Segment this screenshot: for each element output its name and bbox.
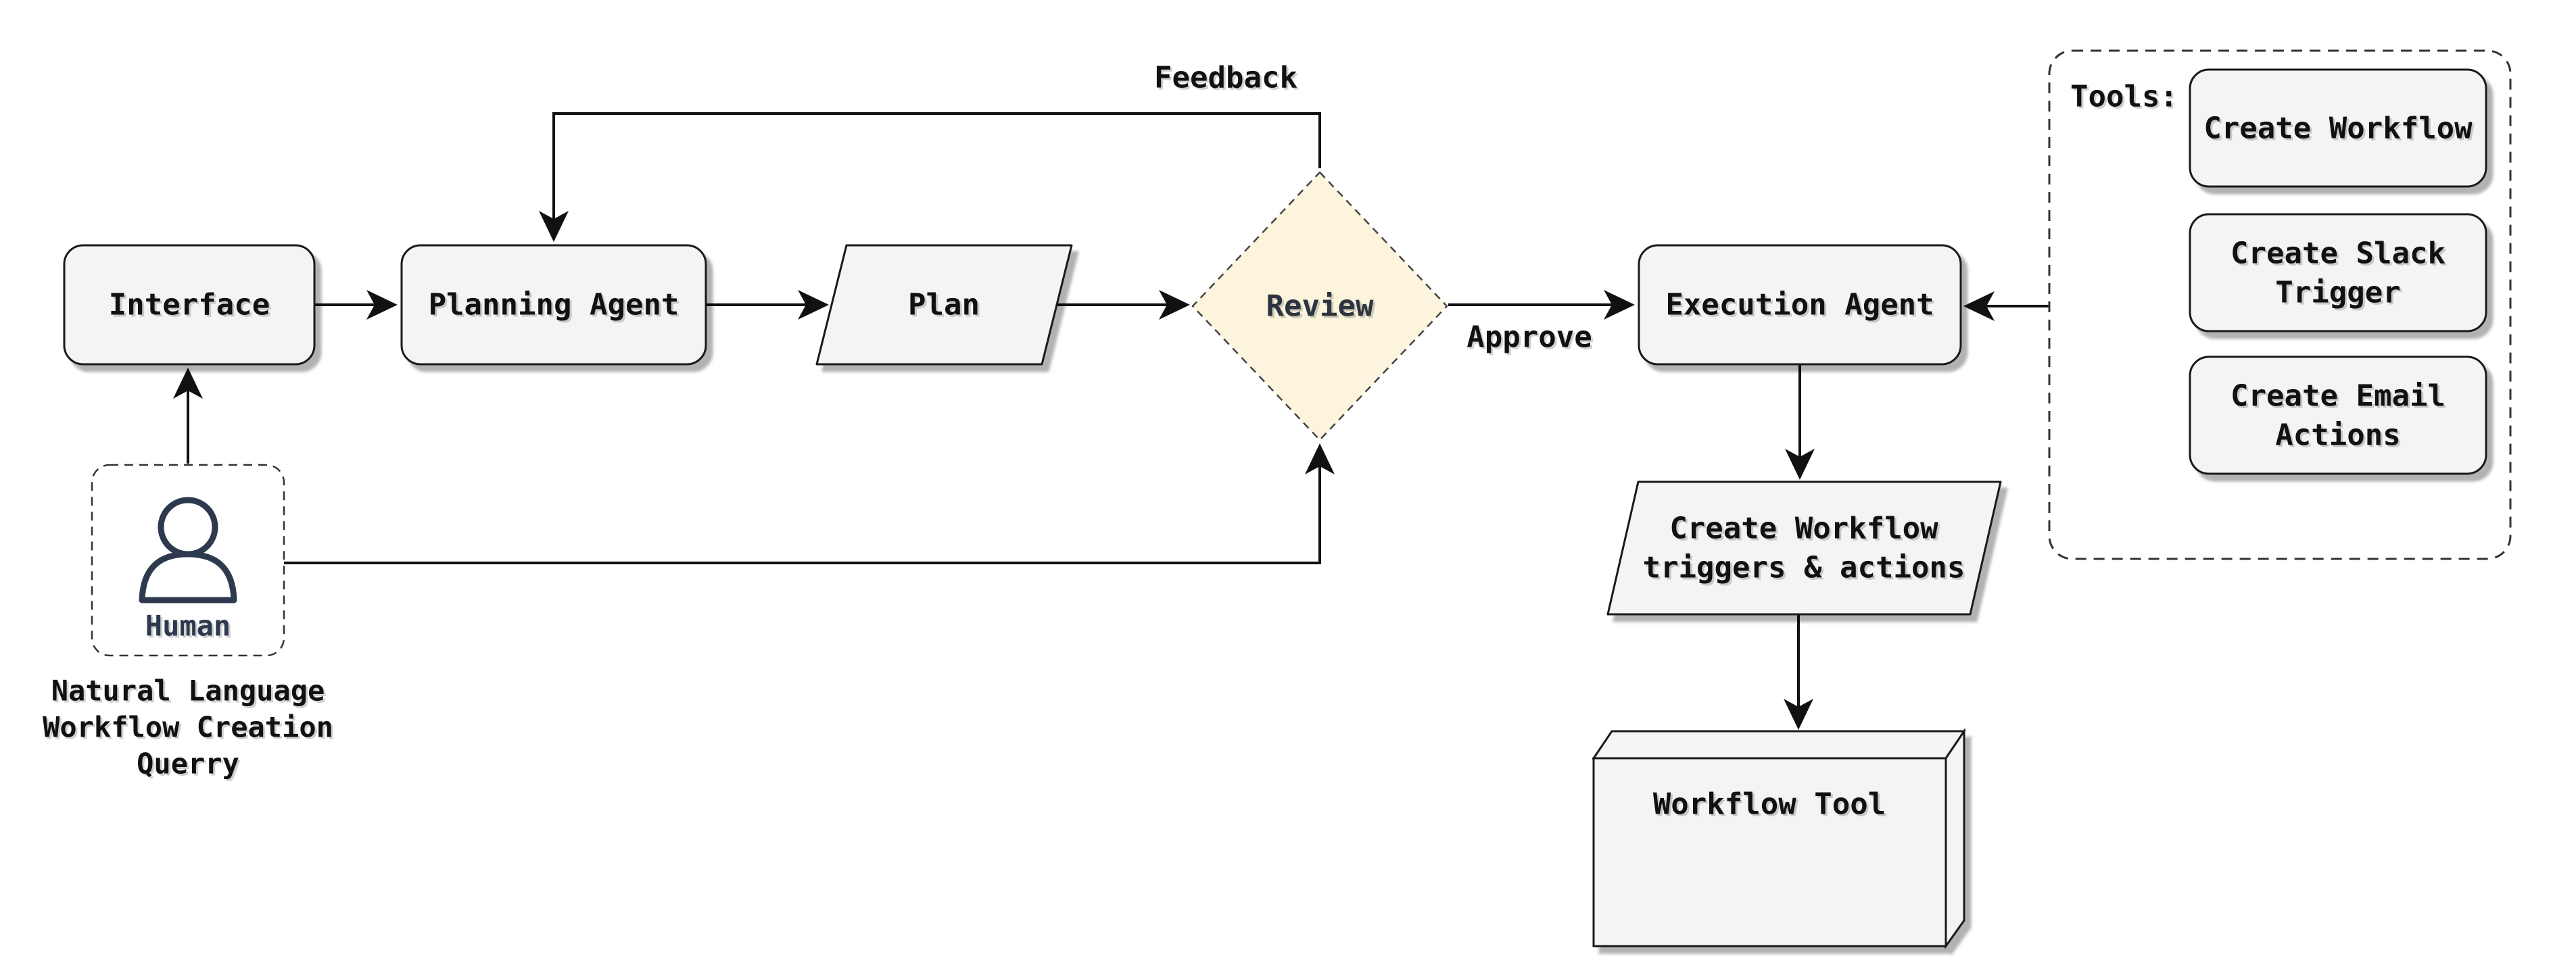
- node-human: Human: [91, 464, 285, 657]
- plan-label: Plan: [908, 288, 980, 322]
- edge-label-approve: Approve: [1466, 320, 1592, 355]
- workflow-tool-front-face: [1592, 757, 1947, 947]
- node-execution-agent: Execution Agent: [1638, 244, 1962, 366]
- human-label: Human: [145, 610, 231, 643]
- human-caption-line1: Natural Language: [51, 674, 325, 708]
- plan-parallelogram: [815, 244, 1073, 366]
- workflow-tool-side-face: [1945, 728, 1965, 949]
- node-planning-agent: Planning Agent: [400, 244, 707, 366]
- planning-agent-label: Planning Agent: [429, 288, 679, 322]
- create-triggers-label-line2: triggers & actions: [1643, 551, 1965, 585]
- node-workflow-tool: Workflow Tool: [1592, 728, 1966, 949]
- tool-create-slack-trigger-box: [2189, 213, 2487, 332]
- human-caption-line2: Workflow Creation: [43, 711, 333, 744]
- human-caption: Natural Language Workflow Creation Querr…: [43, 674, 333, 781]
- node-plan: Plan: [815, 244, 1073, 366]
- node-review: Review: [1191, 171, 1448, 441]
- node-interface: Interface: [63, 244, 316, 366]
- human-caption-line3: Querry: [137, 747, 239, 781]
- tools-panel-dashed-border: [2048, 49, 2512, 560]
- create-triggers-label-line1: Create Workflow: [1669, 512, 1938, 546]
- node-create-triggers-actions: Create Workflow triggers & actions: [1606, 480, 2002, 616]
- workflow-tool-label: Workflow Tool: [1653, 787, 1886, 822]
- execution-agent-label: Execution Agent: [1665, 288, 1934, 322]
- tool-create-email-actions-line1: Create Email: [2231, 379, 2446, 414]
- tool-create-slack-trigger-line2: Trigger: [2275, 276, 2400, 310]
- edge-label-feedback: Feedback: [1154, 61, 1297, 95]
- review-label: Review: [1266, 289, 1374, 324]
- planning-agent-box: [400, 244, 707, 366]
- workflow-tool-top-face: [1592, 730, 1966, 760]
- edge-human-to-review: [284, 443, 1335, 564]
- tool-create-email-actions: Create Email Actions: [2189, 355, 2487, 475]
- tool-create-email-actions-box: [2189, 355, 2487, 475]
- interface-label: Interface: [109, 288, 270, 322]
- tool-create-slack-trigger: Create Slack Trigger: [2189, 213, 2487, 332]
- edges: Feedback Approve: [173, 61, 2049, 730]
- tool-create-workflow: Create Workflow: [2189, 68, 2487, 188]
- tool-create-slack-trigger-line1: Create Slack: [2231, 237, 2446, 271]
- interface-box: [63, 244, 316, 366]
- execution-agent-box: [1638, 244, 1962, 366]
- tool-create-workflow-box: [2189, 68, 2487, 188]
- person-icon: [139, 497, 237, 603]
- tools-panel: Tools: Create Workflow Create Slack Trig…: [2048, 49, 2512, 560]
- create-triggers-parallelogram: [1606, 480, 2002, 616]
- human-dashed-box: [91, 464, 285, 657]
- review-diamond: [1191, 171, 1448, 441]
- tool-create-workflow-label: Create Workflow: [2203, 112, 2473, 146]
- tools-panel-title: Tools:: [2070, 80, 2178, 114]
- tool-create-email-actions-line2: Actions: [2275, 418, 2400, 453]
- edge-review-to-planning-feedback: [539, 112, 1321, 242]
